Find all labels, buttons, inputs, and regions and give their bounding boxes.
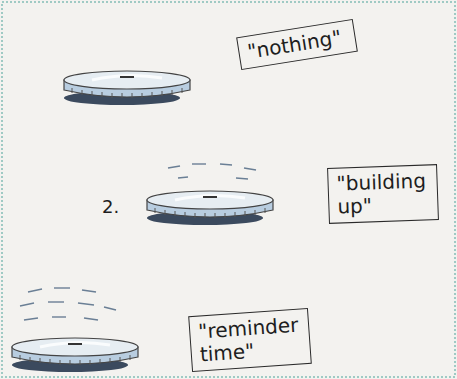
state-label: "reminder time" xyxy=(198,313,303,366)
state-box: "building up" xyxy=(327,164,439,224)
device-idle xyxy=(64,71,190,105)
vibration-lines xyxy=(20,288,116,320)
state-box: "nothing" xyxy=(236,19,358,70)
vibration-lines xyxy=(168,164,256,179)
device-building xyxy=(147,191,273,225)
device-reminder xyxy=(12,338,138,372)
state-label: "nothing" xyxy=(246,25,348,63)
step-number: 2. xyxy=(102,196,119,217)
state-label: "building up" xyxy=(336,169,430,218)
state-box: "reminder time" xyxy=(188,308,312,372)
